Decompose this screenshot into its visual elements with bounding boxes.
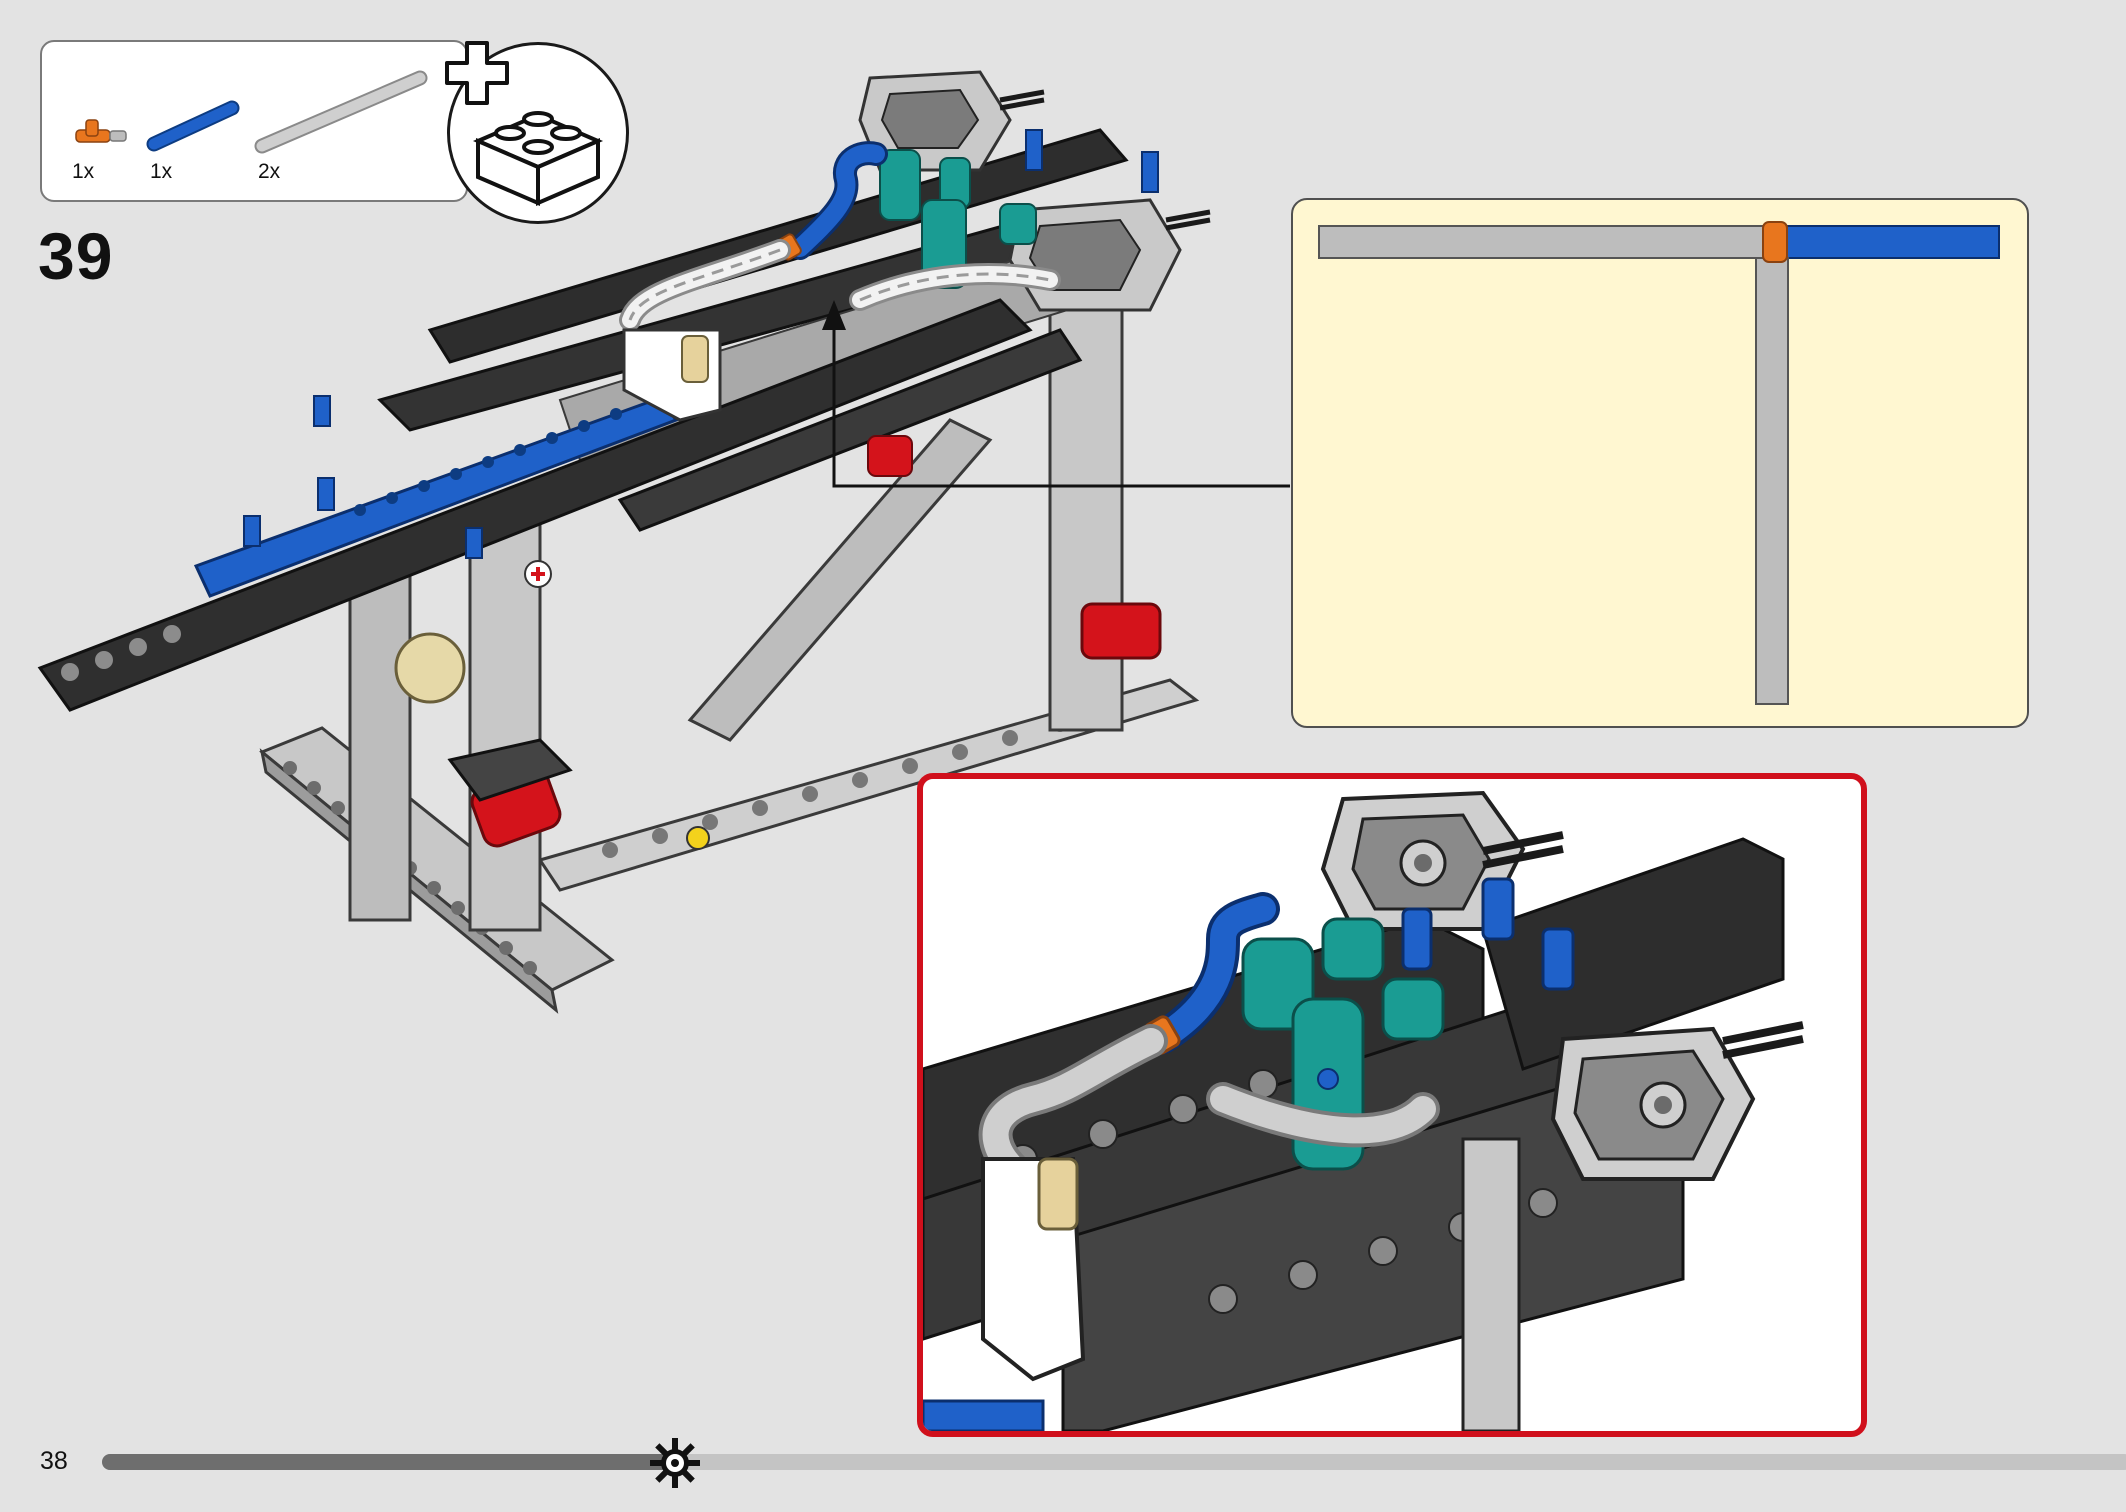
tube-layout-callout <box>1291 198 2029 728</box>
build-with-bricks-badge <box>447 42 629 224</box>
part-count-gray: 2x <box>258 160 281 183</box>
detail-zoom-frame <box>917 773 1867 1437</box>
orange-tube-connector-icon <box>75 119 127 143</box>
orange-connector <box>1762 221 1788 263</box>
part-count-orange: 1x <box>72 160 95 183</box>
brick-icon <box>472 111 604 207</box>
main-assembly-illustration <box>37 70 1290 1014</box>
arrow-up-icon <box>822 300 846 330</box>
progress-fill <box>102 1454 671 1470</box>
blue-tube-icon <box>146 100 240 152</box>
gray-tube-icon <box>254 70 428 154</box>
tube-layout-diagram <box>1318 221 2000 705</box>
step-number: 39 <box>38 219 114 293</box>
plus-icon <box>445 41 509 105</box>
page-number: 38 <box>40 1447 68 1475</box>
parts-list-callout: 1x 1x 2x <box>40 40 468 202</box>
detail-illustration <box>923 790 1804 1431</box>
gear-marker-icon <box>650 1438 700 1488</box>
part-count-blue: 1x <box>150 160 173 183</box>
leader-line <box>832 312 1290 488</box>
